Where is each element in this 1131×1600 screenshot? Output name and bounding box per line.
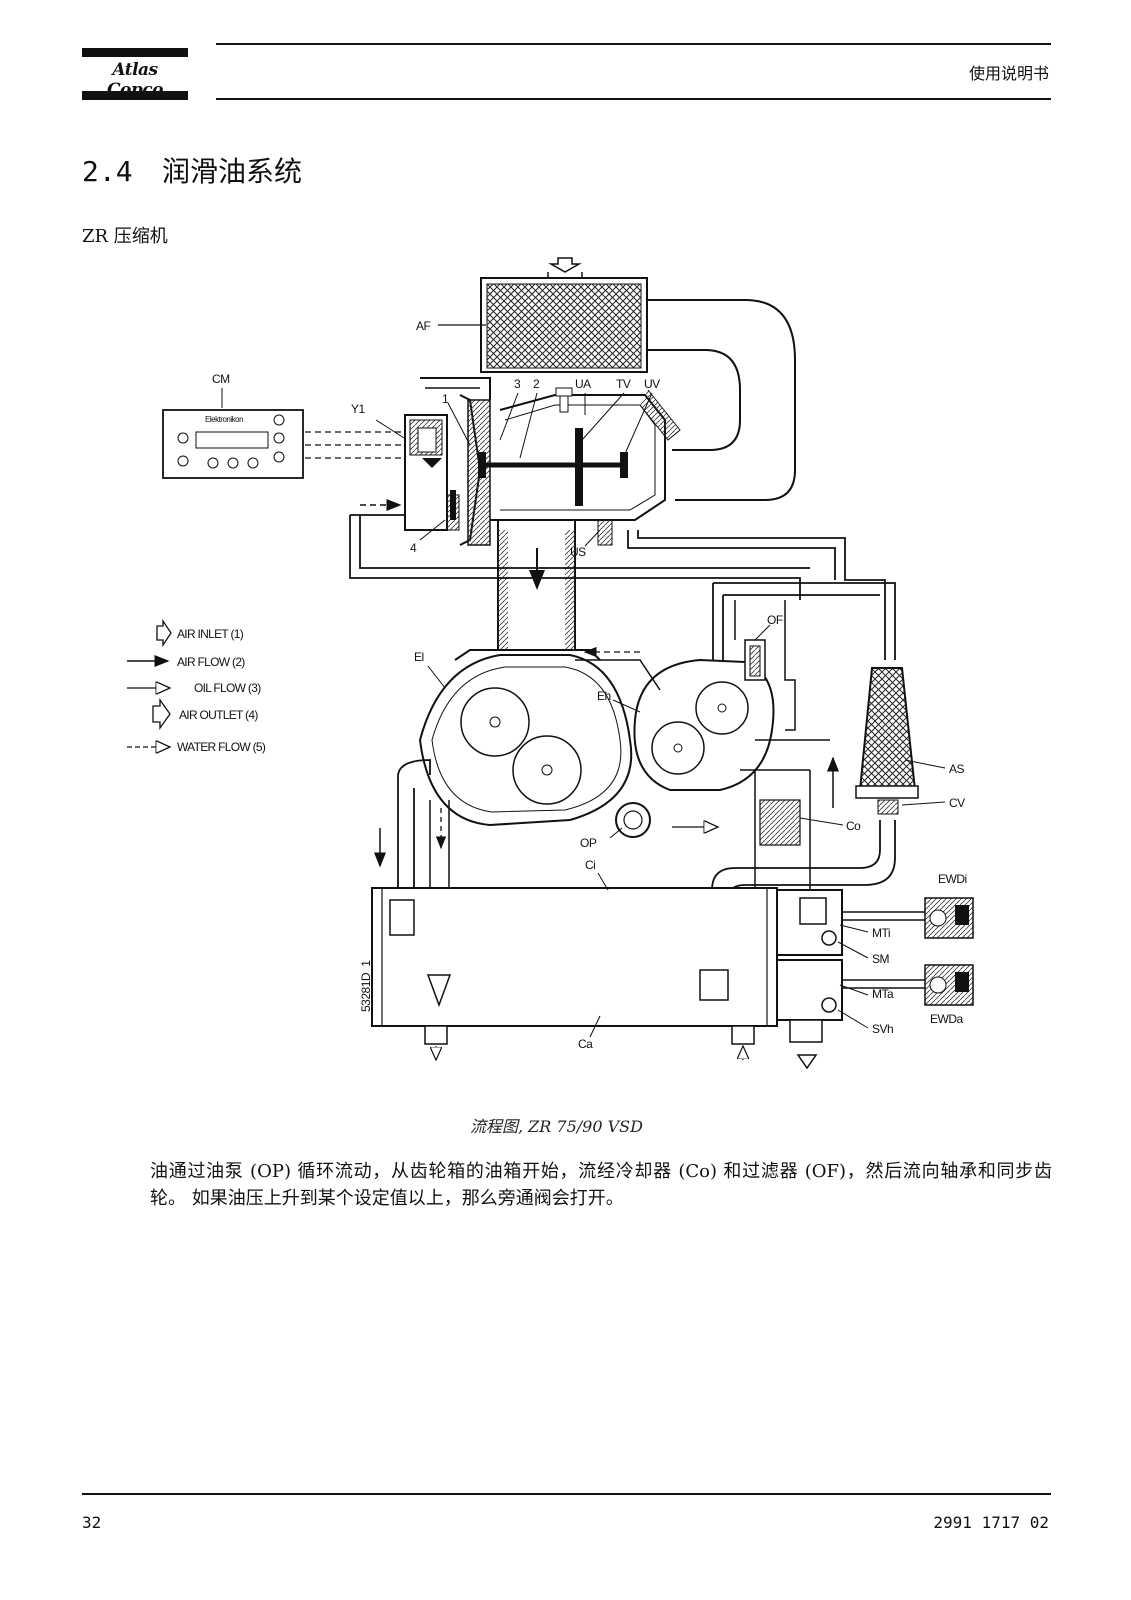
label-uv: UV bbox=[644, 377, 660, 391]
label-af: AF bbox=[416, 319, 431, 333]
legend-air-outlet-icon bbox=[152, 697, 171, 731]
figure-caption: 流程图, ZR 75/90 VSD bbox=[470, 1117, 643, 1136]
section-heading: 2.4 润滑油系统 bbox=[82, 150, 302, 190]
label-ewdi: EWDi bbox=[938, 872, 967, 886]
label-3: 3 bbox=[514, 377, 521, 391]
oil-filter bbox=[744, 639, 766, 681]
logo-bar-top bbox=[82, 48, 188, 57]
logo-bar-bottom bbox=[82, 91, 188, 100]
body-paragraph: 油通过油泵 (OP) 循环流动，从齿轮箱的油箱开始，流经冷却器 (Co) 和过滤… bbox=[150, 1161, 1052, 1209]
legend-air-flow: AIR FLOW (2) bbox=[177, 655, 245, 669]
drain-valve-ewdi bbox=[924, 897, 974, 939]
label-2: 2 bbox=[533, 377, 540, 391]
label-eh: Eh bbox=[597, 689, 611, 703]
label-1: 1 bbox=[442, 392, 449, 406]
label-us: US bbox=[570, 545, 586, 559]
footer-rule bbox=[82, 1493, 1051, 1495]
legend-air-outlet: AIR OUTLET (4) bbox=[179, 708, 258, 722]
header-rule-bottom bbox=[216, 98, 1051, 100]
page-number: 32 bbox=[82, 1513, 102, 1532]
oil-pump bbox=[615, 802, 651, 838]
legend-air-inlet-icon bbox=[156, 618, 172, 648]
label-sm: SM bbox=[872, 952, 890, 966]
drawing-id: 53281D_1 bbox=[359, 960, 373, 1012]
label-ewda: EWDa bbox=[930, 1012, 963, 1026]
label-ua: UA bbox=[575, 377, 591, 391]
label-cm-panel: Elektronikon bbox=[205, 415, 243, 424]
drain-valve-ewda bbox=[924, 964, 974, 1006]
label-mti: MTi bbox=[872, 926, 890, 940]
document-title: 使用说明书 bbox=[968, 64, 1049, 83]
label-cm: CM bbox=[212, 372, 230, 386]
oil-cooler bbox=[759, 799, 801, 846]
legend-water-flow: WATER FLOW (5) bbox=[177, 740, 266, 754]
control-module bbox=[162, 409, 304, 479]
legend-oil-flow: OIL FLOW (3) bbox=[194, 681, 261, 695]
air-separator bbox=[855, 667, 919, 815]
label-as: AS bbox=[949, 762, 965, 776]
section-title: 润滑油系统 bbox=[162, 155, 303, 188]
label-co: Co bbox=[846, 819, 861, 833]
label-mta: MTa bbox=[872, 987, 894, 1001]
header-rule-top bbox=[216, 43, 1051, 45]
high-pressure-element bbox=[633, 658, 775, 791]
air-inlet-arrow bbox=[548, 257, 582, 273]
air-filter bbox=[480, 277, 648, 373]
label-4: 4 bbox=[410, 541, 417, 555]
document-number: 2991 1717 02 bbox=[933, 1513, 1049, 1532]
label-el: El bbox=[414, 650, 424, 664]
label-y1: Y1 bbox=[351, 402, 366, 416]
subsection-heading: ZR 压缩机 bbox=[82, 226, 168, 247]
label-ca: Ca bbox=[578, 1037, 593, 1051]
label-ci: Ci bbox=[585, 858, 595, 872]
label-svh: SVh bbox=[872, 1022, 893, 1036]
legend: AIR INLET (1) AIR FLOW (2) OIL FLOW (3) … bbox=[127, 618, 267, 754]
label-op: OP bbox=[580, 836, 597, 850]
section-number: 2.4 bbox=[82, 155, 133, 188]
aftercooler bbox=[776, 889, 843, 1070]
legend-air-inlet: AIR INLET (1) bbox=[177, 627, 244, 641]
cooler-body bbox=[371, 887, 778, 1060]
label-of: OF bbox=[767, 613, 783, 627]
low-pressure-element bbox=[418, 649, 633, 827]
inlet-valve-assembly bbox=[404, 377, 681, 546]
label-tv: TV bbox=[616, 377, 631, 391]
label-cv: CV bbox=[949, 796, 965, 810]
